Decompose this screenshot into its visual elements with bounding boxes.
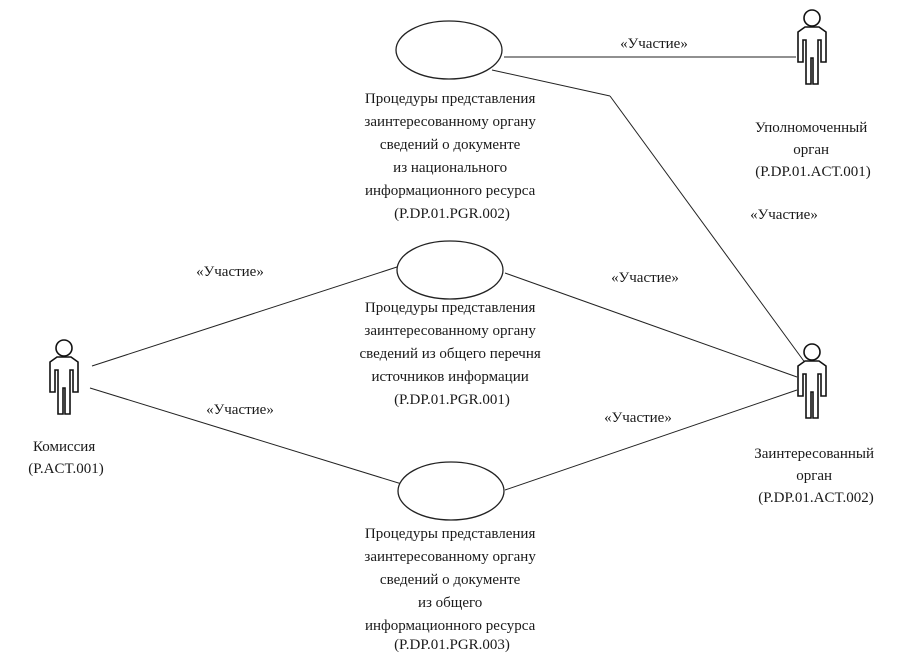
edge-uc002-interested xyxy=(491,69,611,97)
label-commission-uc001: «Участие» xyxy=(196,264,264,280)
label-uc002-interested: «Участие» xyxy=(750,207,818,223)
label-uc001-interested: «Участие» xyxy=(611,270,679,286)
use-case-pgr-001-label: Процедуры представления заинтересованном… xyxy=(360,300,545,408)
actor-interested-icon xyxy=(797,343,827,419)
actor-authorized-label: Уполномоченный орган (P.DP.01.ACT.001) xyxy=(755,120,871,180)
use-case-pgr-003-label: Процедуры представления заинтересованном… xyxy=(364,526,539,653)
use-case-pgr-002 xyxy=(395,20,503,80)
edge-commission-uc003 xyxy=(89,387,406,486)
use-case-pgr-002-label: Процедуры представления заинтересованном… xyxy=(364,91,539,222)
actor-commission-label: Комиссия (P.ACT.001) xyxy=(28,439,104,477)
association-lines xyxy=(89,56,807,491)
label-uc003-interested: «Участие» xyxy=(604,410,672,426)
use-case-pgr-003 xyxy=(397,461,505,521)
association-labels: «Участие» «Участие» «Участие» «Участие» … xyxy=(196,36,818,426)
actor-interested-label: Заинтересованный орган (P.DP.01.ACT.002) xyxy=(754,446,878,506)
use-case-pgr-001 xyxy=(396,240,504,300)
edge-commission-uc001 xyxy=(91,265,401,367)
edge-uc003-interested xyxy=(504,389,798,491)
edge-uc001-interested xyxy=(504,272,798,378)
actor-commission-icon xyxy=(49,339,79,415)
actor-authorized-icon xyxy=(797,9,827,85)
label-commission-uc003: «Участие» xyxy=(206,402,274,418)
label-uc002-authorized: «Участие» xyxy=(620,36,688,52)
use-cases xyxy=(395,20,505,521)
edge-uc002-interested-2 xyxy=(609,95,807,365)
